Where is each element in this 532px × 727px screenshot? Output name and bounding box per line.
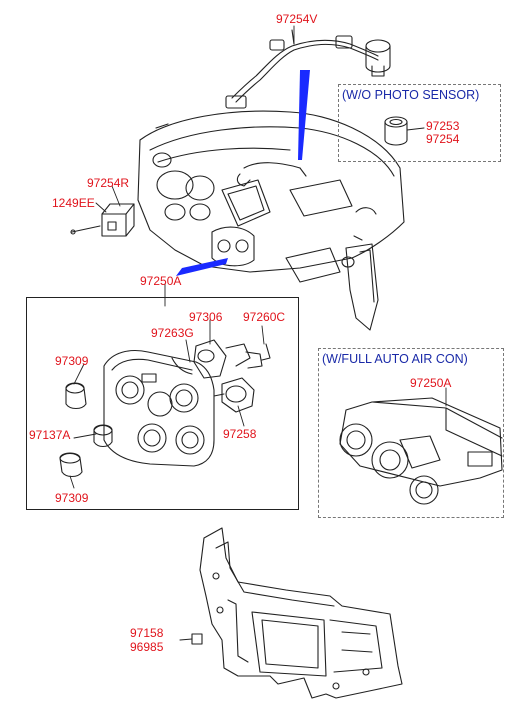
sensor-97254R: [70, 203, 135, 237]
center-fascia-frame: [179, 527, 403, 699]
label-97306: 97306: [189, 310, 223, 324]
label-97254R: 97254R: [87, 176, 130, 190]
label-97263G: 97263G: [151, 326, 194, 340]
label-97309-top: 97309: [55, 354, 89, 368]
blue-pointers: [176, 70, 310, 276]
label-1249EE: 1249EE: [52, 196, 95, 210]
label-97137A: 97137A: [29, 428, 71, 442]
auto-aircon-unit: [339, 397, 503, 505]
full-auto-inset: [318, 348, 504, 518]
photo-sensor-inset: [338, 84, 501, 162]
label-97260C: 97260C: [243, 310, 286, 324]
control-group-box: [26, 297, 299, 510]
photo-sensor-part: [384, 116, 425, 146]
label-97254V: 97254V: [276, 12, 318, 26]
pointer-to-sensor: [298, 70, 310, 160]
label-97253: 97253: [426, 119, 460, 133]
pointer-to-control: [176, 258, 228, 276]
label-96985: 96985: [130, 640, 164, 654]
note-full-auto: (W/FULL AUTO AIR CON): [322, 352, 468, 366]
label-97250A: 97250A: [140, 274, 182, 288]
label-97258: 97258: [223, 427, 257, 441]
heater-control-assembly: [59, 339, 271, 478]
note-photo-sensor: (W/O PHOTO SENSOR): [342, 88, 480, 102]
leader-lines: [69, 25, 447, 489]
label-97309-bottom: 97309: [55, 491, 89, 505]
label-97250A-auto: 97250A: [410, 376, 452, 390]
label-97254: 97254: [426, 132, 460, 146]
label-97158: 97158: [130, 626, 164, 640]
